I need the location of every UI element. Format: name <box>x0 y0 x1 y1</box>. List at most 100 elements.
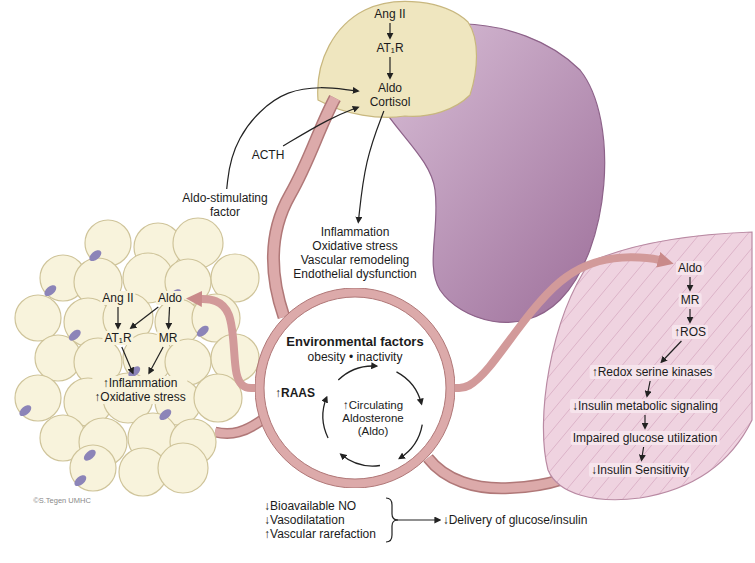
node-text: AT₁R <box>376 41 403 55</box>
muscle-fiber <box>428 200 728 560</box>
text-node: Aldo-stimulating factor <box>170 191 280 219</box>
text-node: ↑Inflammation↑Oxidative stress <box>92 376 187 404</box>
arrow <box>169 307 170 328</box>
vessel-loop <box>260 293 451 484</box>
cell-nucleus <box>72 473 88 488</box>
muscle-fiber <box>412 200 712 560</box>
cycle-arrow <box>399 425 422 459</box>
text-node: ↑Redox serine kinases <box>590 365 715 379</box>
arrow <box>283 107 358 146</box>
muscle-fiber <box>252 200 552 560</box>
node-text: ↓Delivery of glucose/insulin <box>443 513 588 527</box>
node-text: Aldo <box>156 291 184 305</box>
muscle-fiber <box>636 200 755 560</box>
text-node: Aldo <box>676 261 704 275</box>
arrow <box>394 519 440 520</box>
vessel-loop-edge <box>255 288 455 488</box>
node-text: AT₁R <box>102 331 133 345</box>
node-text: ↓Insulin Sensitivity <box>589 463 691 477</box>
text-node: ↑Circulating Aldosterone (Aldo) <box>334 399 412 438</box>
cycle-arrow <box>323 397 328 438</box>
node-text: Aldo <box>676 261 704 275</box>
text-node: ↓Bioavailable NO↓Vasodilatation↑Vascular… <box>264 499 376 541</box>
text-node: ACTH <box>252 148 285 162</box>
cell-nucleus <box>157 407 173 422</box>
text-node: Aldo <box>156 291 184 305</box>
text-node: AT₁R <box>102 331 133 345</box>
muscle-fiber <box>236 200 536 560</box>
node-text: ↑Redox serine kinases <box>590 365 715 379</box>
text-node: MR <box>679 293 702 307</box>
text-node: Impaired glucose utilization <box>571 431 720 445</box>
arrow <box>689 309 690 322</box>
fat-cell <box>158 443 208 493</box>
adrenal-gland <box>318 1 477 117</box>
vessel <box>428 458 560 488</box>
text-node: ↓Delivery of glucose/insulin <box>443 513 588 527</box>
muscle-fiber <box>204 200 504 560</box>
arrow <box>149 347 163 373</box>
fat-cell <box>70 445 116 491</box>
arrow <box>117 307 118 328</box>
arrow <box>131 307 158 328</box>
muscle-fibers <box>204 200 755 560</box>
muscle-fiber <box>396 200 696 560</box>
vessel-arrow <box>196 299 255 388</box>
muscle-fiber <box>380 200 680 560</box>
text-node: InflammationOxidative stressVascular rem… <box>293 225 416 281</box>
arrow <box>642 447 644 460</box>
arrow <box>389 57 390 78</box>
node-text: ↑RAAS <box>275 386 315 400</box>
node-text: Endothelial dysfunction <box>293 267 416 281</box>
arrow <box>662 341 682 362</box>
text-node: Ang II <box>374 7 405 21</box>
fat-cell <box>15 375 61 421</box>
arrow <box>358 111 384 222</box>
arrow <box>389 23 390 38</box>
node-text: ↓Insulin metabolic signaling <box>570 399 720 413</box>
node-text: Aldo Cortisol <box>361 81 419 109</box>
text-node: ↓Insulin metabolic signaling <box>570 399 720 413</box>
node-text: MR <box>157 331 180 345</box>
vessel-loop-edge <box>264 297 446 479</box>
arrow <box>689 277 690 290</box>
cycle-arrow <box>338 366 376 380</box>
arrow <box>227 88 358 189</box>
node-text: Vascular remodeling <box>293 253 416 267</box>
node-text: Environmental factors <box>255 334 455 350</box>
vessel <box>273 98 335 317</box>
muscle-fiber <box>572 200 755 560</box>
muscle-fiber <box>476 200 755 560</box>
text-node: MR <box>157 331 180 345</box>
text-node: ↑RAAS <box>275 386 315 400</box>
cell-nucleus <box>195 324 211 339</box>
node-text: Ang II <box>100 291 135 305</box>
node-text: ↓Vasodilatation <box>264 513 376 527</box>
arrow <box>647 381 650 396</box>
node-text: Oxidative stress <box>293 239 416 253</box>
vessel-loop: Environmental factorsobesity • inactivit… <box>255 288 455 488</box>
muscle-fiber <box>444 200 744 560</box>
node-text: Inflammation <box>293 225 416 239</box>
text-node: Aldo Cortisol <box>361 81 419 109</box>
fat-cell <box>85 220 131 266</box>
node-text: Aldo-stimulating factor <box>170 191 280 219</box>
fat-cell <box>194 374 242 422</box>
node-text: obesity • inactivity <box>255 350 455 364</box>
node-text: Impaired glucose utilization <box>571 431 720 445</box>
node-text: MR <box>679 293 702 307</box>
node-text: ↑Circulating Aldosterone (Aldo) <box>334 399 412 438</box>
cell-nucleus <box>42 283 58 298</box>
text-node: ↓Insulin Sensitivity <box>589 463 691 477</box>
cell-nucleus <box>17 403 33 418</box>
node-text: ↑Inflammation <box>92 376 187 390</box>
adipose-tissue <box>15 218 259 496</box>
watermark: ©S.Tegen UMHC <box>33 496 91 505</box>
node-text: ↑ROS <box>672 325 708 339</box>
vessel-outline <box>273 98 335 317</box>
node-text: ↑Oxidative stress <box>92 390 187 404</box>
muscle-fiber <box>588 200 755 560</box>
node-text: Ang II <box>374 7 405 21</box>
node-text: ↓Bioavailable NO <box>264 499 376 513</box>
cell-nucleus <box>82 448 98 463</box>
